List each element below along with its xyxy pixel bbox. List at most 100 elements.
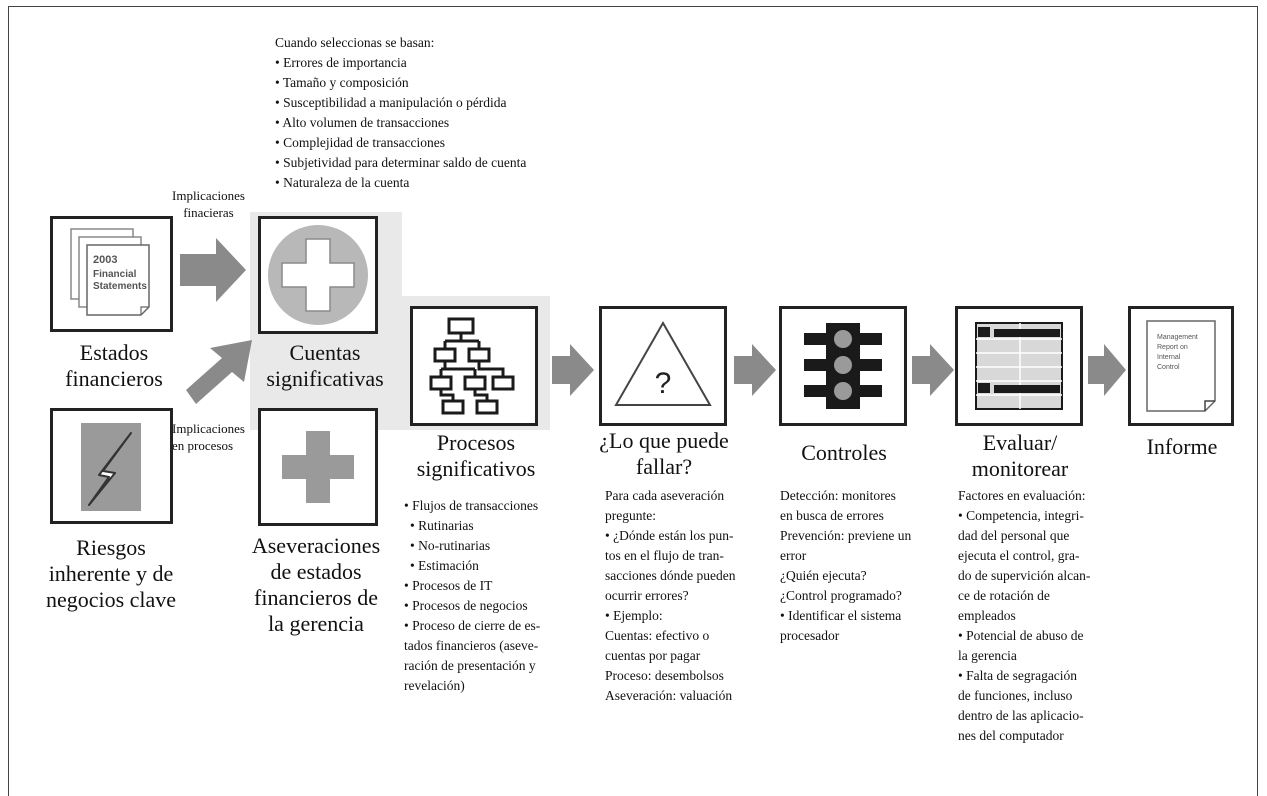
financial-arrow-icon xyxy=(180,238,246,302)
detail-line: • Ejemplo: xyxy=(605,608,663,623)
detail-line: cuentas por pagar xyxy=(605,648,701,663)
evaluar-detail-list: Factores en evaluación: • Competencia, in… xyxy=(958,486,1090,746)
procesos-caption: Procesos significativos xyxy=(416,430,536,481)
aseveraciones-caption: Aseveraciones de estados financieros de … xyxy=(251,533,381,636)
detail-line: dad del personal que xyxy=(958,528,1070,543)
detail-line: • Procesos de IT xyxy=(404,578,493,593)
selection-criteria: Cuando seleccionas se basan: • Errores d… xyxy=(275,33,526,193)
process-implications-line-2: en procesos xyxy=(172,438,234,453)
detail-line: dentro de las aplicacio- xyxy=(958,708,1084,723)
detail-line: ce de rotación de xyxy=(958,588,1050,603)
detail-line: • Naturaleza de la cuenta xyxy=(275,175,410,190)
detail-line: Cuentas: efectivo o xyxy=(605,628,710,643)
detail-line: sacciones dónde pueden xyxy=(605,568,736,583)
financial-implications-line-1: Implicaciones xyxy=(172,188,245,203)
question-mark: ? xyxy=(655,367,672,400)
cuentas-caption: Cuentas significativas xyxy=(266,340,384,391)
arrow-procesos-fallar-icon xyxy=(552,344,594,396)
detail-line: • Susceptibilidad a manipulación o pérdi… xyxy=(275,95,507,110)
detail-line: • Competencia, integri- xyxy=(958,508,1084,523)
detail-line: Para cada aseveración xyxy=(605,488,725,503)
detail-line: • Identificar el sistema xyxy=(780,608,902,623)
plus-circle-icon xyxy=(268,225,368,325)
detail-line: Detección: monitores xyxy=(780,488,896,503)
org-chart-icon xyxy=(429,317,515,415)
detail-line: • ¿Dónde están los pun- xyxy=(605,528,734,543)
diagram-frame xyxy=(8,6,1258,796)
statements-line-2: Financial xyxy=(93,269,137,280)
detail-line: empleados xyxy=(958,608,1016,623)
financial-statements-icon: 2003 Financial Statements xyxy=(70,228,150,316)
assertions-box xyxy=(258,408,378,526)
detail-line: • Procesos de negocios xyxy=(404,598,528,613)
process-arrow-icon xyxy=(186,340,252,404)
detail-line: • Potencial de abuso de xyxy=(958,628,1084,643)
detail-line: • Estimación xyxy=(410,558,479,573)
detail-line: • Falta de segragación xyxy=(958,668,1078,683)
detail-line: • Subjetividad para determinar saldo de … xyxy=(275,155,527,170)
lightning-icon xyxy=(81,423,141,511)
detail-line: de funciones, incluso xyxy=(958,688,1073,703)
detail-line: ejecuta el control, gra- xyxy=(958,548,1080,563)
significant-accounts-box xyxy=(258,216,378,334)
informe-caption: Informe xyxy=(1146,434,1218,459)
plus-icon xyxy=(282,431,354,503)
warning-triangle-icon: ? xyxy=(614,320,712,406)
report-box: Management Report on Internal Control xyxy=(1128,306,1234,426)
risks-box xyxy=(50,408,173,524)
report-line-1: Management xyxy=(1157,334,1198,341)
detail-line: • Rutinarias xyxy=(410,518,474,533)
estados-caption: Estados financieros xyxy=(65,340,163,391)
evaluar-details: Factores en evaluación: • Competencia, in… xyxy=(958,486,1090,746)
detail-line: Factores en evaluación: xyxy=(958,488,1086,503)
fallar-detail-list: Para cada aseveración pregunte: • ¿Dónde e… xyxy=(605,486,735,706)
procesos-details: • Flujos de transacciones• Rutinarias• N… xyxy=(404,496,540,696)
detail-line: • Errores de importancia xyxy=(275,55,407,70)
report-line-4: Control xyxy=(1157,364,1180,371)
statements-year: 2003 xyxy=(93,254,117,266)
detail-line: • Tamaño y composición xyxy=(275,75,409,90)
arrow-controles-evaluar-icon xyxy=(912,344,954,396)
arrow-fallar-controles-icon xyxy=(734,344,776,396)
detail-line: ¿Control programado? xyxy=(780,588,902,603)
detail-line: en busca de errores xyxy=(780,508,884,523)
process-implications-line-1: Implicaciones xyxy=(172,421,245,436)
detail-line: la gerencia xyxy=(958,648,1017,663)
arrow-evaluar-informe-icon xyxy=(1088,344,1126,396)
detail-line: revelación) xyxy=(404,678,465,693)
statements-line-3: Statements xyxy=(93,281,147,292)
detail-line: ocurrir errores? xyxy=(605,588,689,603)
fallar-details: Para cada aseveración pregunte: • ¿Dónde e… xyxy=(605,486,735,706)
traffic-light-icon xyxy=(804,323,882,409)
detail-line: Prevención: previene un xyxy=(780,528,912,543)
report-line-3: Internal xyxy=(1157,354,1181,361)
financial-implications-label: Implicaciones finacieras xyxy=(172,187,245,221)
riesgos-caption: Riesgos inherente y de negocios clave xyxy=(45,535,177,612)
detail-line: pregunte: xyxy=(605,508,656,523)
detail-line: • Complejidad de transacciones xyxy=(275,135,446,150)
financial-statements-box: 2003 Financial Statements xyxy=(50,216,173,332)
detail-line: ración de presentación y xyxy=(404,658,536,673)
criteria-title: Cuando seleccionas se basan: xyxy=(275,35,435,50)
detail-line: Proceso: desembolsos xyxy=(605,668,724,683)
detail-line: nes del computador xyxy=(958,728,1064,743)
report-document-icon: Management Report on Internal Control xyxy=(1146,320,1216,412)
fallar-caption: ¿Lo que puede fallar? xyxy=(599,428,729,479)
evaluar-caption: Evaluar/ monitorear xyxy=(971,430,1069,481)
detail-line: error xyxy=(780,548,807,563)
detail-line: Aseveración: valuación xyxy=(605,688,733,703)
financial-implications-line-2: finacieras xyxy=(183,205,234,220)
controls-box xyxy=(779,306,907,426)
detail-line: • Flujos de transacciones xyxy=(404,498,539,513)
what-can-fail-box: ? xyxy=(599,306,727,426)
checklist-icon xyxy=(975,322,1063,410)
detail-line: do de supervición alcan- xyxy=(958,568,1091,583)
detail-line: • Proceso de cierre de es- xyxy=(404,618,541,633)
significant-processes-box xyxy=(410,306,538,426)
procesos-detail-list: • Flujos de transacciones• Rutinarias• N… xyxy=(404,496,540,696)
detail-line: ¿Quién ejecuta? xyxy=(780,568,867,583)
detail-line: • Alto volumen de transacciones xyxy=(275,115,450,130)
evaluate-box xyxy=(955,306,1083,426)
